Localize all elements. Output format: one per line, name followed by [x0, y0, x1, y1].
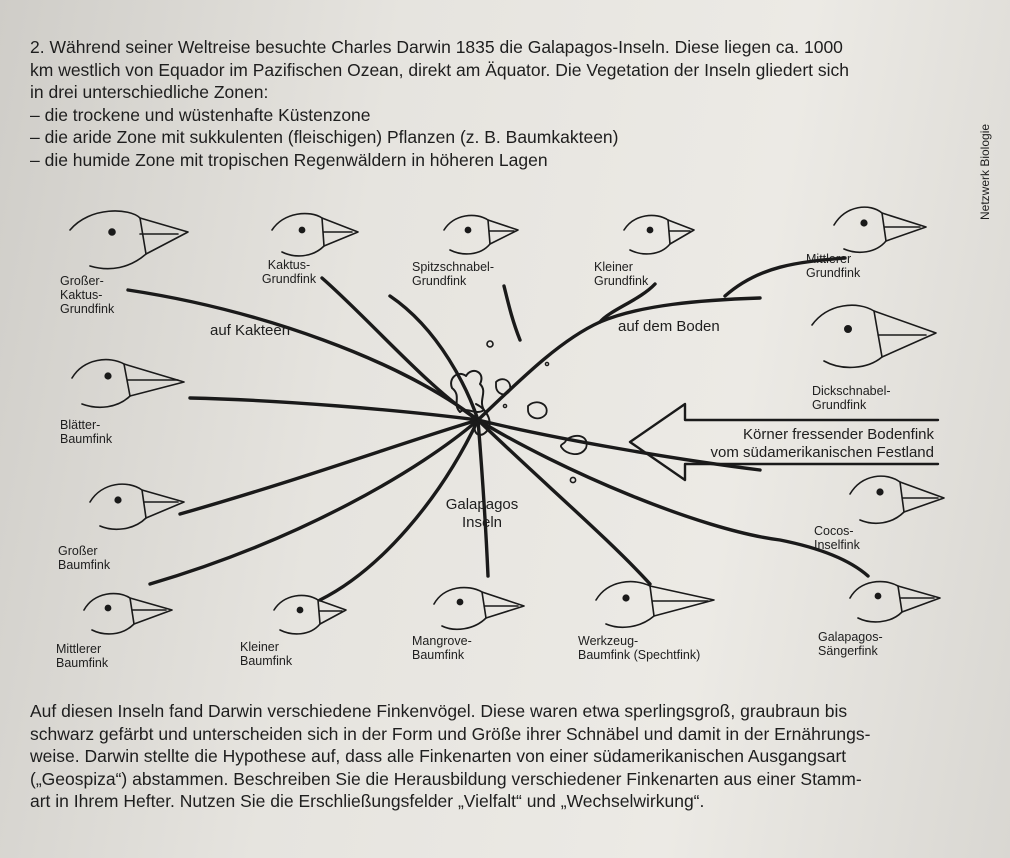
islands-label: Galapagos Inseln — [445, 496, 519, 531]
branch-line — [476, 418, 762, 472]
island-small — [560, 434, 588, 455]
task-line: („Geospiza“) abstammen. Beschreiben Sie … — [30, 768, 862, 789]
finch-head-medium-tree — [83, 592, 173, 635]
task-line: art in Ihrem Hefter. Nutzen Sie die Ersc… — [30, 791, 705, 811]
finch-head-small-ground — [623, 214, 695, 255]
zone-ground-label: auf dem Boden — [618, 318, 720, 335]
finch-head-large-beaked — [811, 304, 937, 369]
task-line: Auf diesen Inseln fand Darwin verschiede… — [30, 701, 848, 721]
finch-label: Cocos- Inselfink — [814, 524, 860, 552]
intro-bullet: – die humide Zone mit tropischen Regenwä… — [30, 149, 548, 170]
island-dot — [486, 340, 494, 348]
task-intro: 2. Während seiner Weltreise besuchte Cha… — [30, 36, 970, 171]
finch-label: Kleiner Baumfink — [240, 640, 293, 668]
intro-bullet: – die trockene und wüstenhafte Küstenzon… — [30, 104, 371, 125]
finch-label: Mangrove- Baumfink — [412, 634, 472, 662]
branch-line — [476, 418, 490, 578]
branch-line — [126, 288, 480, 422]
finch-head-cactus — [271, 212, 359, 257]
branch-line — [502, 284, 522, 342]
branch-line — [476, 296, 762, 422]
island-small — [527, 401, 548, 420]
finch-label: Großer- Kaktus- Grundfink — [60, 274, 115, 316]
branch-line — [320, 276, 480, 422]
intro-line: in drei unterschiedliche Zonen: — [30, 82, 269, 102]
branch-line — [476, 418, 870, 578]
branch-line — [388, 294, 480, 422]
intro-line: 2. Während seiner Weltreise besuchte Cha… — [30, 37, 843, 57]
mainland-arrow — [628, 402, 940, 482]
branch-line — [723, 256, 847, 298]
finch-label: Kleiner Grundfink — [594, 260, 649, 288]
finch-head-mangrove — [433, 586, 525, 631]
branch-line — [188, 396, 480, 422]
finch-head-sharp-beaked — [443, 214, 519, 255]
intro-line: km westlich von Equador im Pazifischen O… — [30, 59, 850, 80]
island-dot — [544, 361, 550, 367]
mainland-arrow-label: Körner fressender Bodenfink vom südameri… — [710, 426, 934, 461]
finch-label: Blätter- Baumfink — [60, 418, 113, 446]
finch-head-warbler — [849, 580, 941, 623]
finch-head-woodpecker — [595, 580, 715, 629]
finch-head-cocos — [849, 475, 945, 525]
finch-label: Großer Baumfink — [58, 544, 111, 572]
finch-head-large-cactus — [69, 210, 189, 270]
branch-line — [178, 418, 480, 516]
finch-head-vegetarian-tree — [71, 358, 185, 409]
finch-head-small-tree — [273, 594, 347, 635]
finch-head-medium-ground — [833, 206, 927, 254]
finch-label: Kaktus- Grundfink — [261, 258, 317, 286]
finch-label: Mittlerer Baumfink — [56, 642, 109, 670]
finch-label: Galapagos- Sängerfink — [818, 630, 883, 658]
finch-head-large-tree — [89, 483, 185, 531]
branch-line — [598, 282, 657, 324]
task-description: Auf diesen Inseln fand Darwin verschiede… — [30, 700, 990, 813]
finch-label: Spitzschnabel- Grundfink — [412, 260, 494, 288]
task-line: weise. Darwin stellte die Hypothese auf,… — [30, 746, 847, 766]
finch-label: Mittlerer Grundfink — [806, 252, 861, 280]
branch-line — [318, 418, 480, 602]
finch-label: Werkzeug- Baumfink (Spechtfink) — [578, 634, 701, 662]
island-outline — [450, 369, 485, 413]
task-line: schwarz gefärbt und unterscheiden sich i… — [30, 723, 871, 744]
island-dot — [569, 476, 577, 484]
branch-line — [148, 418, 480, 586]
branch-line — [476, 418, 652, 586]
finch-label: Dickschnabel- Grundfink — [812, 384, 891, 412]
zone-cactus-label: auf Kakteen — [210, 322, 291, 339]
intro-bullet: – die aride Zone mit sukkulenten (fleisc… — [30, 127, 619, 147]
island-dot — [502, 403, 508, 409]
